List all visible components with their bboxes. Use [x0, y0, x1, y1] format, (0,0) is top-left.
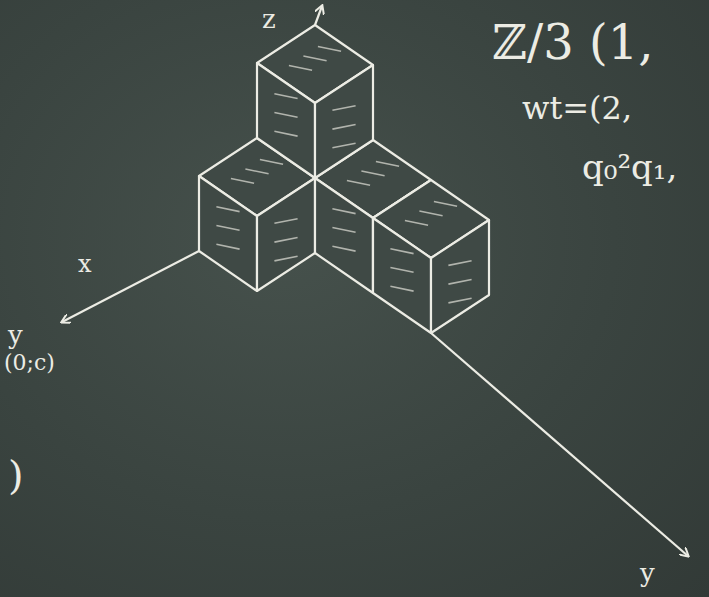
face-hatching — [376, 162, 399, 167]
chalk-label: (0;c) — [4, 352, 55, 374]
face-hatching — [332, 106, 355, 111]
face-hatching — [332, 228, 355, 233]
face-hatching — [274, 113, 297, 118]
cube-x-face — [315, 178, 373, 293]
chalk-label: q₀²q₁, — [582, 150, 677, 184]
cube-x-face — [199, 176, 257, 291]
face-hatching — [434, 202, 457, 207]
face-hatching — [419, 211, 442, 216]
cube-y-face — [431, 220, 489, 333]
face-hatching — [318, 47, 341, 52]
face-hatching — [216, 244, 239, 249]
face-hatching — [448, 298, 471, 303]
face-hatching — [274, 256, 297, 261]
face-hatching — [347, 181, 370, 186]
face-hatching — [289, 66, 312, 71]
chalk-label: ) — [8, 455, 24, 495]
face-hatching — [332, 246, 355, 251]
face-hatching — [245, 169, 268, 174]
chalk-label: ℤ/3 (1, — [492, 18, 654, 66]
face-hatching — [361, 171, 384, 176]
cube-x-face — [257, 63, 315, 178]
face-hatching — [231, 179, 254, 184]
cube-y-face — [257, 178, 315, 291]
chalk-label: x — [78, 252, 92, 276]
face-hatching — [448, 261, 471, 266]
x-axis — [62, 251, 199, 322]
face-hatching — [274, 131, 297, 136]
chalk-label: y — [640, 560, 655, 586]
face-hatching — [390, 268, 413, 273]
z-axis — [315, 6, 322, 25]
face-hatching — [303, 56, 326, 61]
face-hatching — [405, 221, 428, 226]
face-hatching — [260, 160, 283, 165]
face-hatching — [332, 209, 355, 214]
face-hatching — [390, 286, 413, 291]
chalk-label: z — [262, 6, 276, 32]
chalk-label: y — [8, 322, 23, 348]
cube-y-face — [315, 65, 373, 178]
cube-x-face — [373, 218, 431, 333]
face-hatching — [274, 94, 297, 99]
y-axis — [431, 333, 688, 556]
face-hatching — [216, 226, 239, 231]
face-hatching — [448, 280, 471, 285]
face-hatching — [332, 125, 355, 130]
face-hatching — [332, 143, 355, 148]
face-hatching — [390, 249, 413, 254]
face-hatching — [274, 219, 297, 224]
chalk-label: wt=(2, — [522, 92, 632, 124]
face-hatching — [216, 207, 239, 212]
face-hatching — [274, 238, 297, 243]
